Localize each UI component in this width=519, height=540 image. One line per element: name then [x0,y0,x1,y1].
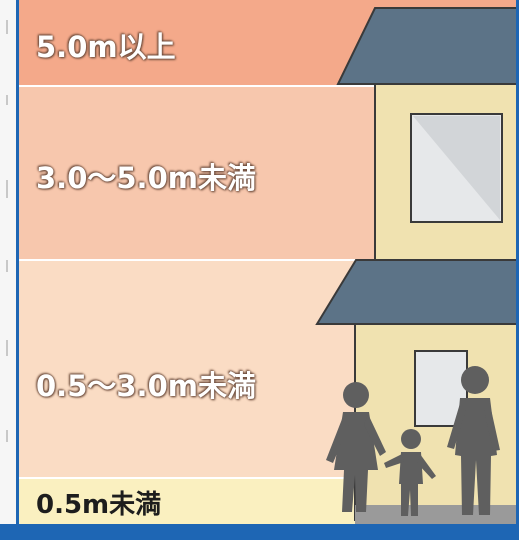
frame-left [16,0,19,524]
frame-bottom [0,524,519,540]
upper-house-roof [336,7,519,85]
child-figure [384,429,436,516]
family-figures [326,366,500,516]
adult-figure-left [326,382,386,512]
level-label-5m-plus: 5.0m以上 [36,30,176,64]
upper-house [336,7,519,261]
adult-figure-right [447,366,500,515]
lower-house-roof [315,259,519,325]
level-label-0_5-to-3m: 0.5〜3.0m未満 [36,369,256,403]
level-label-3-to-5m: 3.0〜5.0m未満 [36,161,256,195]
upper-house-window-shade [413,116,500,220]
illustration [315,7,519,524]
level-label-under-0_5m: 0.5m未満 [36,490,162,520]
ground [355,505,519,524]
left-margin-strip [0,0,16,525]
frame-right [516,0,519,524]
